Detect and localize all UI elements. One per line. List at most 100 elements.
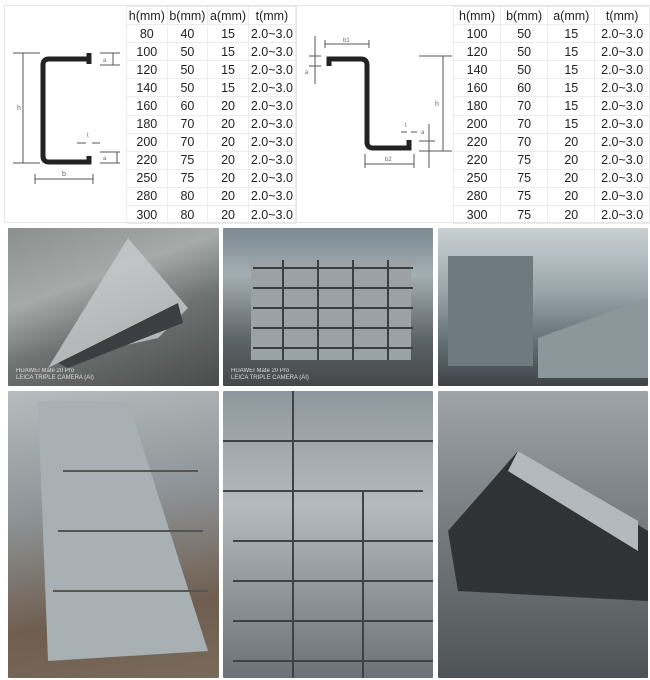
- table-cell: 20: [207, 186, 249, 207]
- table-cell: 15: [207, 24, 249, 44]
- column-header: t(mm): [594, 5, 650, 26]
- table-cell: 2.0~3.0: [594, 96, 650, 116]
- dim-b2-label: b2: [385, 157, 392, 163]
- table-cell: 2.0~3.0: [247, 60, 297, 80]
- table-cell: 15: [207, 78, 249, 98]
- table-cell: 180: [452, 96, 502, 116]
- photo-factory-warehouse: [438, 228, 648, 386]
- table-cell: 60: [500, 78, 549, 98]
- dim-a-label: a: [421, 130, 425, 136]
- table-cell: 2.0~3.0: [247, 132, 297, 152]
- table-cell: 180: [126, 114, 168, 134]
- table-cell: 15: [547, 96, 596, 116]
- table-cell: 250: [452, 168, 502, 188]
- table-cell: 220: [126, 150, 168, 170]
- dim-t-label: t: [87, 133, 89, 139]
- column-header: h(mm): [452, 5, 502, 26]
- photo-c-purlin-rack: [223, 391, 433, 678]
- table-cell: 20: [547, 168, 596, 188]
- table-cell: 15: [207, 60, 249, 80]
- table-cell: 300: [126, 205, 168, 225]
- table-cell: 20: [547, 205, 596, 225]
- table-cell: 75: [500, 168, 549, 188]
- table-header-row: h(mm)b(mm)a(mm)t(mm): [452, 5, 650, 26]
- table-cell: 70: [500, 114, 549, 134]
- table-cell: 2.0~3.0: [247, 24, 297, 44]
- table-cell: 120: [126, 60, 168, 80]
- table-cell: 200: [126, 132, 168, 152]
- table-cell: 2.0~3.0: [247, 78, 297, 98]
- table-cell: 80: [166, 205, 209, 225]
- table-cell: 2.0~3.0: [594, 186, 650, 207]
- table-cell: 2.0~3.0: [247, 186, 297, 207]
- table-cell: 2.0~3.0: [594, 114, 650, 134]
- table-cell: 20: [207, 96, 249, 116]
- table-cell: 2.0~3.0: [594, 150, 650, 170]
- table-cell: 2.0~3.0: [247, 150, 297, 170]
- table-cell: 70: [500, 96, 549, 116]
- table-cell: 140: [126, 78, 168, 98]
- table-cell: 2.0~3.0: [247, 114, 297, 134]
- table-cell: 220: [452, 150, 502, 170]
- table-cell: 50: [166, 78, 209, 98]
- dim-a-label: a: [305, 70, 309, 76]
- dim-b1-label: b1: [343, 38, 350, 44]
- table-cell: 20: [547, 186, 596, 207]
- table-cell: 75: [500, 186, 549, 207]
- table-cell: 2.0~3.0: [594, 132, 650, 152]
- dim-h-label: h: [435, 101, 439, 108]
- table-cell: 2.0~3.0: [594, 60, 650, 80]
- table-cell: 80: [166, 186, 209, 207]
- table-cell: 40: [166, 24, 209, 44]
- table-header-row: h(mm)b(mm)a(mm)t(mm): [126, 5, 297, 26]
- table-cell: 2.0~3.0: [594, 42, 650, 62]
- table-cell: 160: [452, 78, 502, 98]
- table-cell: 300: [452, 205, 502, 225]
- column-header: b(mm): [500, 5, 549, 26]
- table-cell: 220: [452, 132, 502, 152]
- column-header: h(mm): [126, 5, 168, 26]
- table-cell: 15: [547, 24, 596, 44]
- dim-a-label: a: [103, 58, 107, 64]
- table-cell: 15: [207, 42, 249, 62]
- table-cell: 280: [452, 186, 502, 207]
- column-header: a(mm): [207, 5, 249, 26]
- dim-a-label: a: [103, 156, 107, 162]
- table-cell: 20: [207, 168, 249, 188]
- table-cell: 200: [452, 114, 502, 134]
- table-cell: 70: [500, 132, 549, 152]
- table-cell: 20: [207, 132, 249, 152]
- table-cell: 20: [547, 132, 596, 152]
- column-header: t(mm): [247, 5, 297, 26]
- table-cell: 80: [126, 24, 168, 44]
- table-cell: 2.0~3.0: [247, 42, 297, 62]
- table-cell: 100: [126, 42, 168, 62]
- photo-z-purlin-closeup: [438, 391, 648, 678]
- table-cell: 20: [207, 150, 249, 170]
- dim-t-label: t: [405, 123, 407, 129]
- z-section-diagram: b1 b2 h a a t: [305, 36, 452, 168]
- table-cell: 15: [547, 114, 596, 134]
- c-section-diagram: h b a a t: [13, 52, 120, 184]
- table-cell: 70: [166, 132, 209, 152]
- table-cell: 75: [500, 205, 549, 225]
